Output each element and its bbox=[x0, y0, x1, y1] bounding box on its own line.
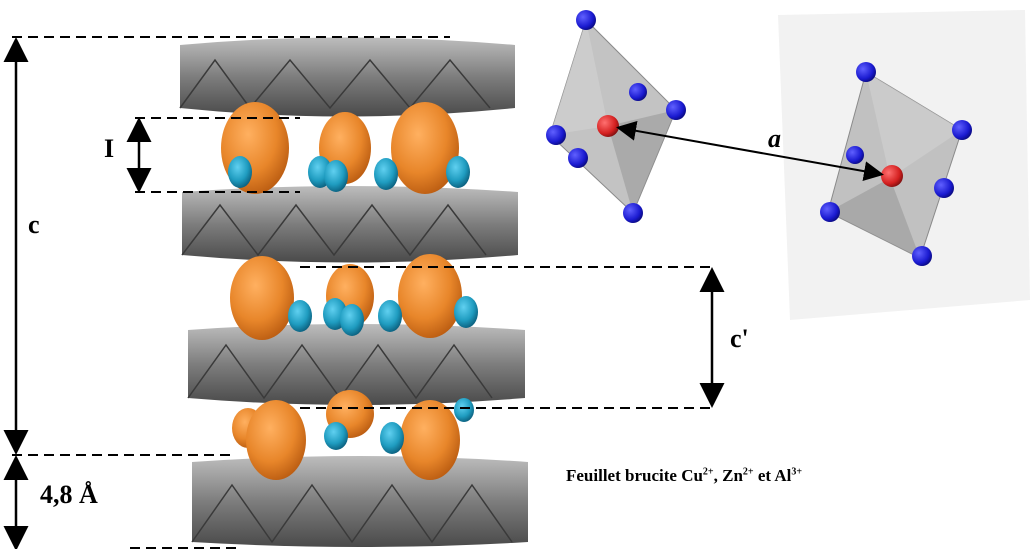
interlayer-2 bbox=[230, 254, 478, 340]
label-a: a bbox=[768, 124, 781, 153]
interlayer-3 bbox=[232, 390, 474, 480]
dimension-arrows bbox=[3, 37, 725, 549]
caption-sup-1: 2+ bbox=[702, 466, 714, 478]
label-thickness: 4,8 Å bbox=[40, 480, 98, 509]
label-c-prime: c' bbox=[730, 324, 749, 353]
label-interlayer: I bbox=[104, 134, 115, 163]
caption-text-2: , Zn bbox=[713, 466, 743, 485]
metal-atom bbox=[597, 115, 619, 137]
interlayer-1 bbox=[221, 102, 470, 194]
brucite-sheet-4 bbox=[191, 456, 528, 547]
octahedron-right bbox=[778, 10, 1030, 320]
dashed-guides bbox=[12, 36, 715, 549]
brucite-sheet-2 bbox=[181, 186, 518, 263]
caption-text-1: Feuillet brucite Cu bbox=[566, 466, 703, 485]
caption-text-3: et Al bbox=[753, 466, 792, 485]
octahedron-left bbox=[546, 10, 686, 223]
brucite-sheet-1 bbox=[179, 37, 515, 117]
a-arrow bbox=[616, 120, 884, 182]
caption-sup-2: 2+ bbox=[742, 466, 754, 478]
metal-atom bbox=[881, 165, 903, 187]
caption: Feuillet brucite Cu2+, Zn2+ et Al3+ bbox=[566, 466, 802, 486]
label-c: c bbox=[28, 210, 40, 239]
caption-sup-3: 3+ bbox=[791, 466, 803, 478]
